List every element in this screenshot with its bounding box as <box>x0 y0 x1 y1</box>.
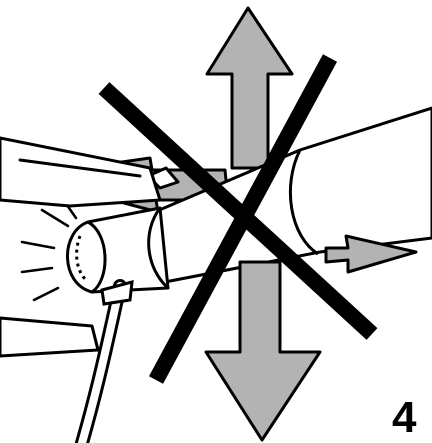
arrow-down-icon <box>206 262 320 440</box>
step-number: 4 <box>392 396 416 440</box>
power-cord-icon <box>82 282 132 443</box>
